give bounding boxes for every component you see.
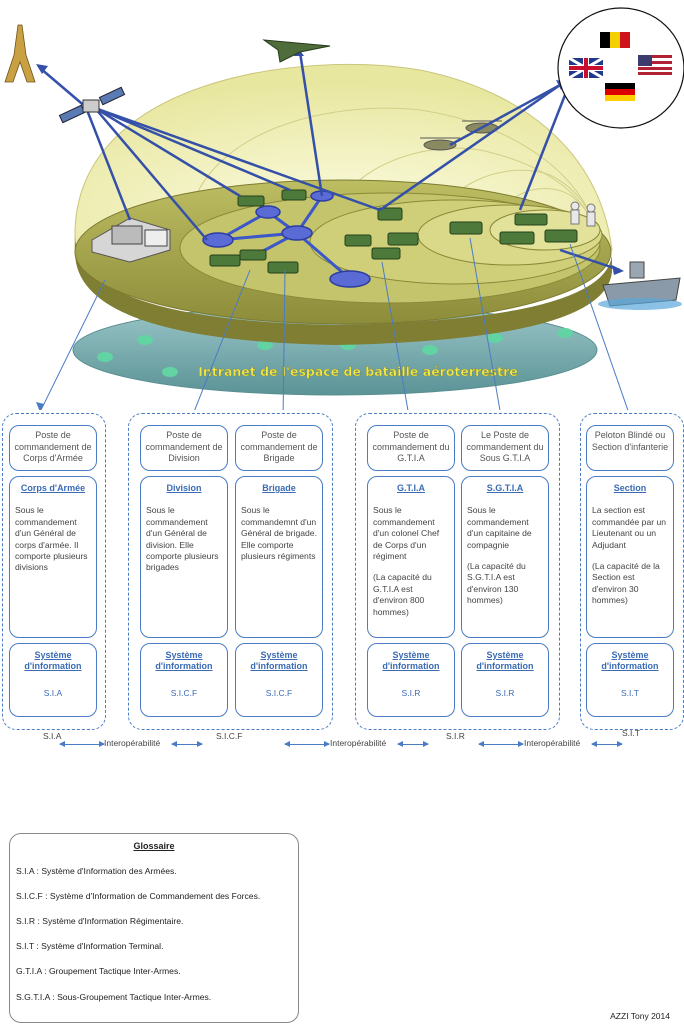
system-code: S.I.A [43,688,63,698]
interop-arrow [591,741,623,747]
interop-arrow [397,741,429,747]
unit-description-card: Section La section est commandée par un L… [586,476,674,638]
interop-label: Interopérabilité [104,738,161,748]
group-label-sir: S.I.R [446,731,465,741]
system-label: Système d'information [476,650,534,671]
glossary-item: S.I.A : Système d'Information des Armées… [16,866,177,876]
eiffel-tower-icon [4,24,36,83]
glossary-item: S.I.T : Système d'Information Terminal. [16,941,164,951]
system-code: S.I.T [621,688,639,698]
system-label: Système d'information [601,650,659,671]
glossary-item: S.I.C.F : Système d'Information de Comma… [16,891,261,901]
system-code: S.I.R [401,688,421,698]
command-post-header: Le Poste de commandement du Sous G.T.I.A [461,425,549,471]
unit-title: Section [613,483,647,493]
system-code: S.I.C.F [265,688,293,698]
unit-description: La section est commandée par un Lieutena… [592,505,667,550]
interop-label: Interopérabilité [524,738,581,748]
allied-flags-bubble [557,7,684,129]
vehicle-icons [209,189,578,274]
soldier-icons [570,201,596,227]
glossary-title: Glossaire [133,841,175,851]
unit-description: Sous le commandement d'un capitaine de c… [467,505,532,550]
fighter-jet-icon [262,39,331,63]
interop-label: Interopérabilité [330,738,387,748]
uk-flag-icon [568,56,604,80]
unit-description-card: S.G.T.I.A Sous le commandement d'un capit… [461,476,549,638]
system-label: Système d'information [155,650,213,671]
aircraft-carrier-icon [598,261,682,310]
interop-arrow [59,741,105,747]
interop-arrow [284,741,330,747]
glossary-item: S.G.T.I.A : Sous-Groupement Tactique Int… [16,992,212,1002]
group-label-sit: S.I.T [622,728,640,738]
network-nodes [97,328,573,377]
unit-title: Division [166,483,202,493]
command-post-header: Peloton Blindé ou Section d'infanterie [586,425,674,471]
connector-lines [40,237,629,410]
interop-arrow [171,741,203,747]
command-post-header: Poste de commandement de Division [140,425,228,471]
unit-title: Brigade [262,483,296,493]
unit-capacity-note: (La capacité du G.T.I.A est d'environ 80… [373,572,432,617]
unit-description: Sous le commandement d'un Général de div… [146,505,219,573]
unit-description-card: G.T.I.A Sous le commandement d'un colonel… [367,476,455,638]
system-code: S.I.R [495,688,515,698]
author-credit: AZZI Tony 2014 [610,1011,670,1021]
group-label-sia: S.I.A [43,731,62,741]
command-post-header: Poste de commandement de Brigade [235,425,323,471]
usa-flag-icon [638,55,672,75]
system-label: Système d'information [24,650,82,671]
unit-title: Corps d'Armée [20,483,86,493]
group-label-sicf: S.I.C.F [216,731,243,741]
system-label: Système d'information [250,650,308,671]
unit-title: G.T.I.A [396,483,425,493]
unit-description: Sous le commandement d'un colonel Chef d… [373,505,440,562]
battlefield-illustration: Intranet de l'espace de bataille aéroter… [4,7,684,410]
unit-capacity-note: (La capacité de la Section est d'environ… [592,561,660,606]
group-sicf [128,413,333,730]
command-post-header: Poste de commandement de Corps d'Armée [9,425,97,471]
glossary-item: G.T.I.A : Groupement Tactique Inter-Arme… [16,966,181,976]
satellite-icon [58,86,126,124]
intranet-banner: Intranet de l'espace de bataille aéroter… [198,364,518,379]
unit-title: S.G.T.I.A [486,483,524,493]
system-code: S.I.C.F [170,688,198,698]
unit-capacity-note: (La capacité du S.G.T.I.A est d'environ … [467,561,526,606]
group-sir [355,413,560,730]
glossary-panel: Glossaire S.I.A : Système d'Information … [9,833,299,1023]
glossary-item: S.I.R : Système d'Information Régimentai… [16,916,184,926]
command-post-header: Poste de commandement du G.T.I.A [367,425,455,471]
germany-flag-icon [605,83,635,101]
network-discs [202,190,371,288]
unit-description: Sous le commandement d'un Général de cor… [15,505,88,573]
belgium-flag-icon [600,32,630,48]
interop-arrow [478,741,524,747]
uplink-arrows [39,51,621,272]
group-sia [2,413,106,730]
unit-description: Sous le commandemnt d'un Général de brig… [241,505,317,562]
headquarters-building-icon [91,217,171,263]
system-label: Système d'information [382,650,440,671]
